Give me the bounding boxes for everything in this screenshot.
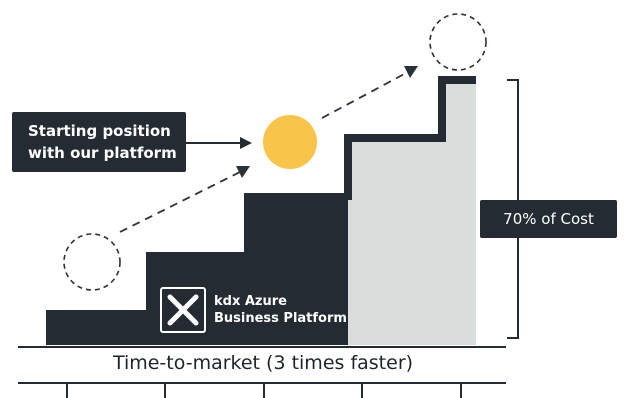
callout-line-1: Starting position [28,122,171,140]
cost-label-box: 70% of Cost [480,200,617,238]
logo-line-1: kdx Azure [214,294,287,309]
platform-logo: kdx Azure Business Platform [160,287,347,333]
dashed-circle-top [429,13,487,71]
starting-position-callout: Starting position with our platform [12,112,186,172]
dashed-arrow-upper [321,66,418,119]
grey-stair-outline [344,76,476,200]
dark-staircase [46,193,348,345]
yellow-circle [263,115,317,169]
dashed-arrow-lower [119,166,250,233]
axis-ticks [66,383,462,398]
logo-line-2: Business Platform [214,311,347,326]
kdx-logo-icon [160,287,206,333]
dashed-circle-start [63,233,121,291]
grey-staircase [348,80,476,345]
callout-line-2: with our platform [28,144,177,162]
axis-label: Time-to-market (3 times faster) [112,352,414,374]
cost-label: 70% of Cost [503,210,594,228]
callout-arrow [186,137,252,149]
